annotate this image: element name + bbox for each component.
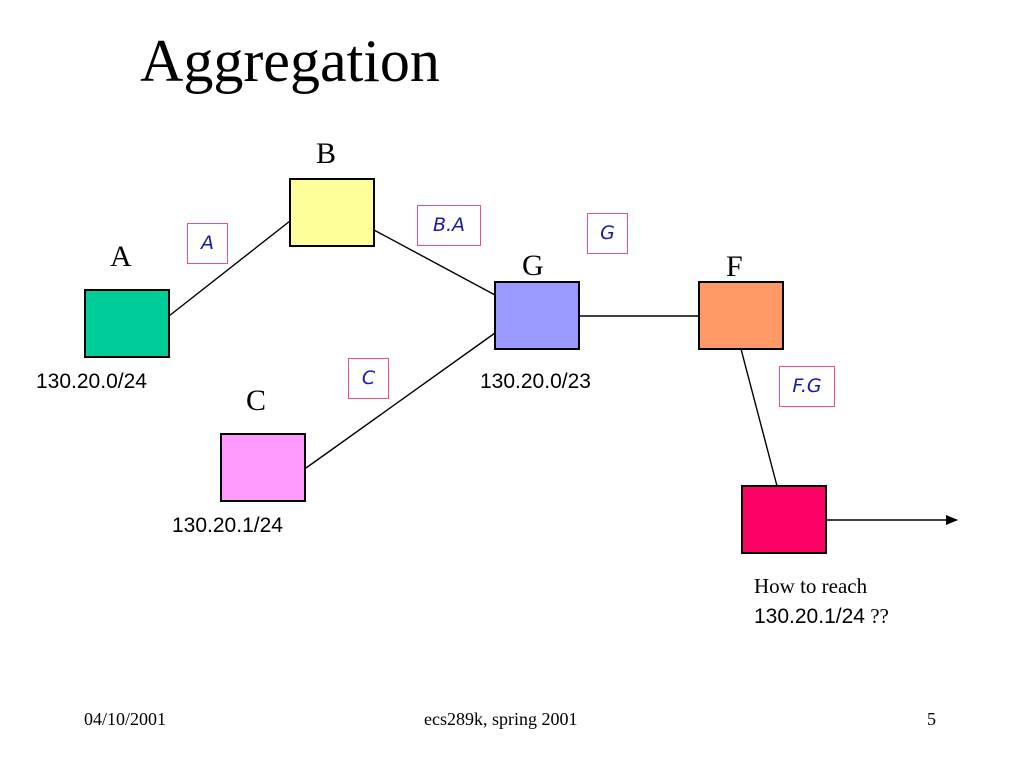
node-f (698, 281, 784, 350)
link-f-x (740, 348, 778, 487)
node-g (494, 281, 580, 350)
note-line-2: 130.20.1/24 ?? (754, 601, 889, 632)
node-c-address: 130.20.1/24 (172, 514, 283, 537)
route-tag-a: A (187, 223, 228, 264)
route-tag-g: G (587, 213, 628, 254)
footer-course: ecs289k, spring 2001 (424, 709, 578, 729)
node-b-label: B (316, 137, 337, 170)
node-a (84, 289, 170, 358)
node-b (289, 178, 375, 247)
node-f-label: F (726, 250, 743, 283)
node-c-label: C (246, 384, 267, 417)
route-tag-f-g: F.G (779, 366, 835, 407)
node-a-address: 130.20.0/24 (36, 370, 147, 393)
link-b-g (373, 229, 496, 296)
node-c (220, 433, 306, 502)
link-a-b (168, 220, 291, 317)
note-address: 130.20.1/24 (754, 605, 865, 628)
node-destination (741, 485, 827, 554)
route-tag-c: C (348, 358, 389, 399)
footer-page-number: 5 (927, 709, 936, 729)
footer-date: 04/10/2001 (84, 709, 167, 729)
node-g-label: G (522, 249, 544, 282)
link-c-g (305, 332, 496, 469)
note-question: ?? (864, 604, 889, 628)
route-tag-b-a: B.A (417, 205, 481, 246)
node-g-address: 130.20.0/23 (480, 370, 591, 393)
note-line-1: How to reach (754, 574, 868, 598)
node-a-label: A (110, 240, 132, 273)
reachability-note: How to reach 130.20.1/24 ?? (754, 571, 889, 632)
slide-title: Aggregation (140, 28, 440, 94)
